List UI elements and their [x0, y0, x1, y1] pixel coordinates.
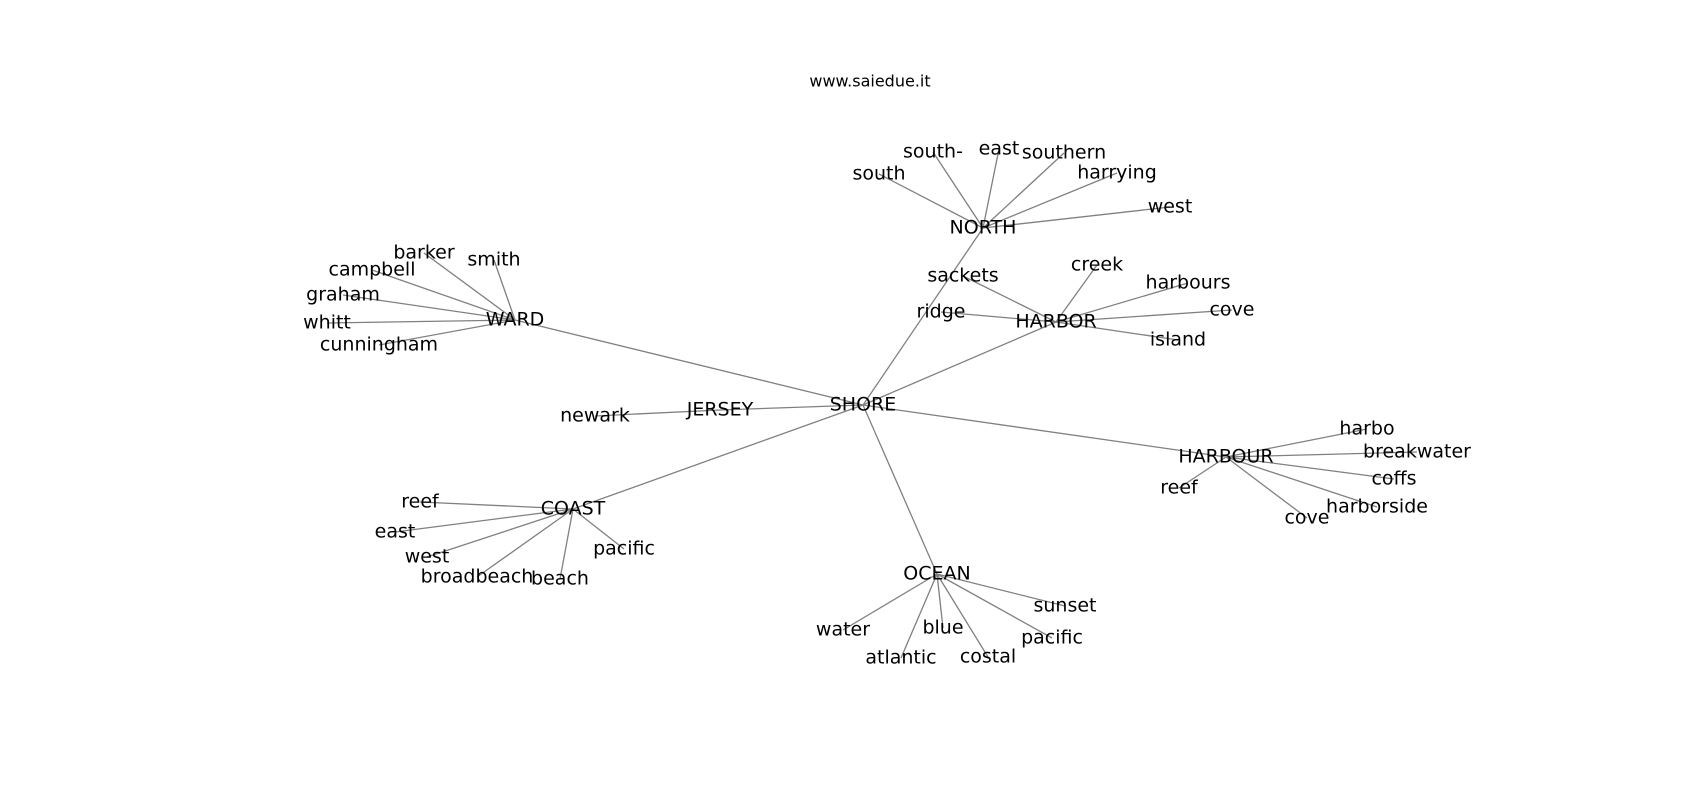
- edge-harbor-harbours: [1055, 282, 1189, 323]
- edge-ocean-costal: [936, 573, 989, 658]
- edge-harbour-harborside: [1225, 456, 1378, 508]
- node-leaf-harbour-harbo: harbo: [1339, 418, 1394, 440]
- node-leaf-ward-barker: barker: [393, 242, 455, 264]
- node-hub-north: NORTH: [950, 217, 1017, 239]
- node-leaf-ward-smith: smith: [467, 249, 520, 271]
- node-leaf-ocean-blue: blue: [922, 617, 963, 639]
- node-leaf-jersey-newark: newark: [560, 405, 630, 427]
- node-leaf-harbour-reef: reef: [1160, 477, 1199, 499]
- node-leaf-ocean-atlantic: atlantic: [865, 647, 936, 669]
- node-hub-ocean: OCEAN: [903, 563, 970, 585]
- node-leaf-coast-beach: beach: [531, 568, 589, 590]
- edge-ward-smith: [493, 259, 516, 321]
- edge-ward-graham: [342, 294, 516, 321]
- node-leaf-ward-cunningham: cunningham: [320, 334, 438, 356]
- node-leaf-ocean-water: water: [816, 619, 870, 641]
- edge-harbor-creek: [1055, 264, 1098, 323]
- node-leaf-coast-west: west: [405, 546, 450, 568]
- node-leaf-north-west: west: [1148, 196, 1193, 218]
- node-hub-coast: COAST: [541, 498, 606, 520]
- edge-ocean-atlantic: [900, 573, 938, 659]
- node-hub-ward: WARD: [486, 309, 545, 331]
- node-leaf-harbour-cove: cove: [1284, 507, 1329, 529]
- edge-coast-east: [394, 508, 574, 533]
- node-leaf-north-south: south-: [903, 141, 963, 163]
- edge-root-harbour: [862, 404, 1227, 458]
- node-leaf-harbor-sackets: sackets: [927, 265, 998, 287]
- node-leaf-ocean-sunset: sunset: [1033, 595, 1096, 617]
- node-leaf-harbor-harbours: harbours: [1146, 272, 1231, 294]
- node-leaf-harbour-harborside: harborside: [1326, 496, 1428, 518]
- edge-coast-beach: [559, 508, 574, 580]
- edge-root-coast: [572, 404, 864, 510]
- node-leaf-harbor-island: island: [1150, 329, 1206, 351]
- edge-harbour-cove: [1225, 456, 1308, 519]
- edge-ward-campbell: [371, 269, 516, 321]
- edge-harbour-reef: [1178, 456, 1227, 489]
- node-hub-harbour: HARBOUR: [1178, 446, 1273, 468]
- edge-ward-cunningham: [378, 319, 516, 346]
- edge-north-south: [878, 173, 984, 229]
- edge-north-east: [982, 148, 1000, 229]
- edge-harbour-breakwater: [1225, 451, 1418, 458]
- node-leaf-ward-graham: graham: [306, 284, 380, 306]
- edge-root-harbor: [862, 321, 1057, 406]
- edge-coast-pacific: [572, 508, 625, 550]
- edge-harbor-island: [1055, 321, 1179, 341]
- edge-north-west: [982, 206, 1171, 229]
- edge-jersey-newark: [594, 409, 721, 417]
- node-leaf-north-east: east: [979, 138, 1020, 160]
- node-hub-harbor: HARBOR: [1015, 311, 1096, 333]
- edge-north-southern: [982, 152, 1065, 229]
- node-leaf-north-south: south: [852, 163, 905, 185]
- node-leaf-ward-campbell: campbell: [329, 259, 416, 281]
- edge-harbor-sackets: [962, 275, 1057, 323]
- edge-harbor-ridge: [940, 311, 1057, 323]
- node-leaf-ward-whitt: whitt: [303, 312, 351, 334]
- edge-harbour-harbo: [1225, 428, 1368, 458]
- node-leaf-coast-east: east: [375, 521, 416, 543]
- edge-root-ward: [514, 319, 864, 406]
- node-leaf-harbor-creek: creek: [1071, 254, 1123, 276]
- edge-root-north: [862, 227, 984, 406]
- edge-ward-whitt: [326, 319, 516, 324]
- edge-root-jersey: [719, 404, 864, 411]
- node-leaf-coast-pacific: pacific: [593, 538, 655, 560]
- edge-ocean-sunset: [936, 573, 1066, 607]
- node-leaf-harbour-breakwater: breakwater: [1363, 441, 1471, 463]
- edge-ocean-pacific: [936, 573, 1053, 639]
- node-leaf-coast-broadbeach: broadbeach: [421, 566, 534, 588]
- node-leaf-ocean-pacific: pacific: [1021, 627, 1083, 649]
- node-leaf-coast-reef: reef: [401, 491, 440, 513]
- edge-harbour-coffs: [1225, 456, 1395, 480]
- edge-harbor-cove: [1055, 309, 1233, 323]
- node-hub-jersey: JERSEY: [686, 399, 754, 421]
- edge-coast-broadbeach: [476, 508, 574, 578]
- node-leaf-harbor-ridge: ridge: [917, 301, 966, 323]
- node-leaf-north-harrying: harrying: [1077, 162, 1157, 184]
- node-leaf-ocean-costal: costal: [960, 646, 1016, 668]
- edge-ocean-water: [842, 573, 938, 631]
- edge-ocean-blue: [936, 573, 944, 629]
- edge-coast-west: [426, 508, 574, 558]
- node-leaf-harbour-coffs: coffs: [1371, 468, 1416, 490]
- node-root: SHORE: [830, 394, 897, 416]
- edge-north-south: [932, 151, 984, 229]
- site-watermark: www.saiedue.it: [809, 72, 930, 91]
- edge-north-harrying: [982, 172, 1118, 229]
- edge-coast-reef: [419, 501, 574, 510]
- node-leaf-harbor-cove: cove: [1209, 299, 1254, 321]
- node-leaf-north-southern: southern: [1022, 142, 1106, 164]
- edge-ward-barker: [423, 252, 516, 321]
- edges-layer: [326, 148, 1418, 659]
- edge-root-ocean: [862, 404, 938, 575]
